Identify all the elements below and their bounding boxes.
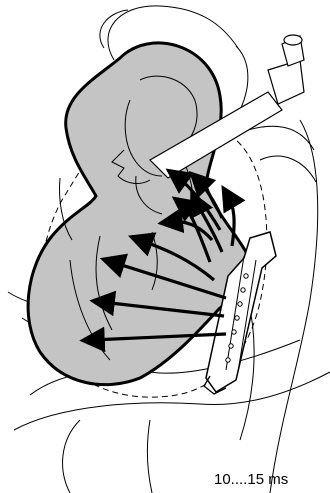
time-label: 10....15 ms [214, 471, 288, 488]
